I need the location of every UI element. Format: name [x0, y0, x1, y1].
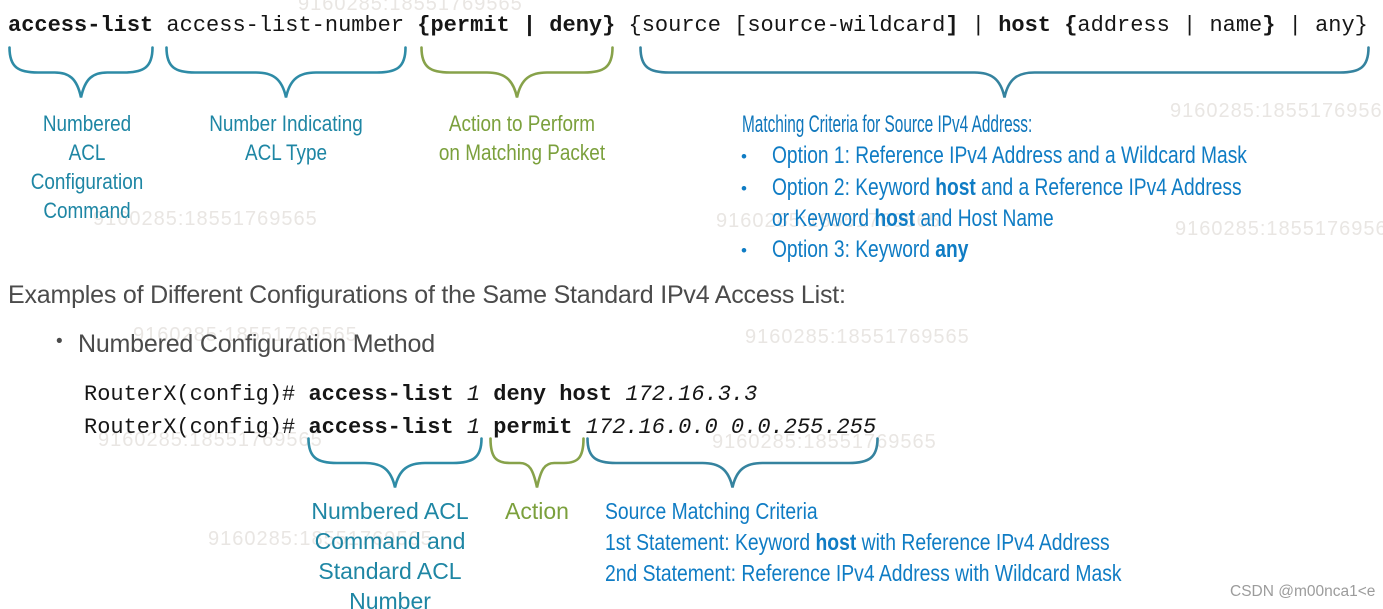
brace-permit-deny — [420, 46, 614, 98]
label-number-indicating-acl-type: Number Indicating ACL Type — [209, 111, 363, 165]
brace-numbered-acl-command — [307, 437, 483, 488]
label-source-matching-criteria: Source Matching Criteria 1st Statement: … — [605, 496, 1220, 589]
faint-watermark: 9160285:18551769565 — [133, 324, 358, 346]
brace-access-list-number — [165, 46, 407, 98]
brace-access-list-keyword — [8, 46, 154, 98]
source-criteria-line-3: 2nd Statement: Reference IPv4 Address wi… — [605, 560, 1122, 586]
faint-watermark: 9160285:18551769565 — [716, 210, 941, 232]
bullet-icon: • — [741, 147, 747, 166]
source-criteria-line-1: Source Matching Criteria — [605, 498, 818, 524]
faint-watermark: 9160285:18551769565 — [208, 528, 433, 550]
faint-watermark: 9160285:18551769565 — [1175, 218, 1383, 240]
criteria-option-2: Option 2: Keyword host and a Reference I… — [772, 174, 1242, 201]
brace-source-criteria-syntax — [639, 46, 1370, 98]
cli-command-line-1: RouterX(config)# access-list 1 deny host… — [84, 382, 758, 407]
bullet-icon: • — [741, 241, 747, 260]
bullet-icon: • — [741, 179, 747, 198]
acl-syntax-line: access-list access-list-number {permit |… — [8, 13, 1368, 38]
faint-watermark: 9160285:18551769565 — [745, 326, 970, 348]
numbered-configuration-method-label: Numbered Configuration Method — [78, 330, 435, 358]
bullet-icon: • — [56, 331, 63, 352]
label-numbered-acl-configuration-command: Numbered ACL Configuration Command — [30, 111, 144, 223]
cli-command-line-2: RouterX(config)# access-list 1 permit 17… — [84, 415, 877, 440]
label-action-to-perform: Action to Perform on Matching Packet — [438, 111, 606, 165]
criteria-option-1: Option 1: Reference IPv4 Address and a W… — [772, 142, 1247, 169]
criteria-option-3: Option 3: Keyword any — [772, 236, 969, 263]
brace-action — [489, 437, 585, 488]
faint-watermark: 9160285:18551769565 — [98, 429, 323, 451]
faint-watermark: 9160285:18551769565 — [712, 431, 937, 453]
faint-watermark: 9160285:18551769565 — [93, 208, 318, 230]
label-numbered-acl-command-standard-number: Numbered ACL Command and Standard ACL Nu… — [311, 498, 469, 609]
label-action: Action — [505, 498, 569, 524]
brace-source-matching — [586, 437, 879, 488]
criteria-heading: Matching Criteria for Source IPv4 Addres… — [742, 111, 1033, 138]
csdn-watermark: CSDN @m00nca1<e — [1230, 583, 1376, 600]
faint-watermark: 9160285:18551769565 — [1170, 100, 1383, 122]
source-criteria-line-2: 1st Statement: Keyword host with Referen… — [605, 529, 1110, 555]
faint-watermark: 9160285:18551769565 — [298, 0, 523, 15]
criteria-option-2-continued: or Keyword host and Host Name — [772, 205, 1054, 232]
examples-heading: Examples of Different Configurations of … — [8, 281, 846, 309]
